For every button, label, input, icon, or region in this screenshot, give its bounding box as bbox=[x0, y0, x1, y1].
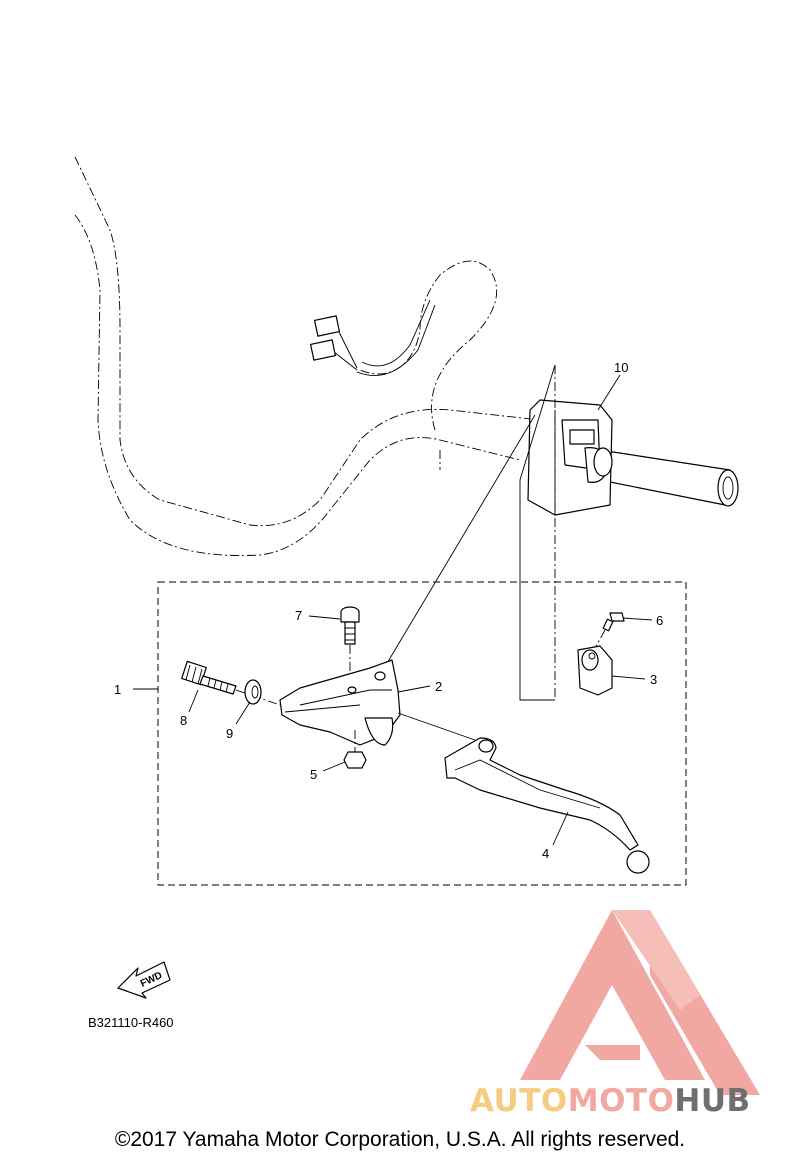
callout-6: 6 bbox=[656, 613, 663, 628]
callout-7: 7 bbox=[295, 608, 302, 623]
guide-line-bracket bbox=[382, 414, 536, 671]
clamp-part-3 bbox=[577, 645, 613, 696]
handlebar-grip bbox=[599, 449, 739, 507]
callout-4: 4 bbox=[542, 846, 549, 861]
watermark-triangle-logo bbox=[520, 910, 760, 1095]
diagram-reference-code: B321110-R460 bbox=[88, 1015, 174, 1030]
callout-2: 2 bbox=[435, 679, 442, 694]
lever-assembly-box bbox=[157, 581, 687, 886]
fwd-arrow-icon: FWD bbox=[117, 961, 171, 999]
watermark-brand-text: AUTOMOTOHUB bbox=[470, 1083, 751, 1119]
callout-5: 5 bbox=[310, 767, 317, 782]
callout-leader-lines bbox=[133, 374, 653, 846]
adjuster-screw-part-8 bbox=[181, 660, 281, 706]
lever-part-4 bbox=[444, 737, 650, 874]
lever-bracket-part-2 bbox=[279, 659, 401, 746]
callout-8: 8 bbox=[180, 713, 187, 728]
switch-assembly-part-10 bbox=[527, 399, 613, 516]
watermark-moto: MOTO bbox=[567, 1083, 675, 1119]
bolt-part-7 bbox=[340, 606, 360, 700]
guide-line-lever bbox=[397, 712, 476, 741]
nut-part-5 bbox=[343, 730, 367, 769]
housing-outline-lines bbox=[519, 364, 556, 701]
screw-part-6 bbox=[594, 612, 625, 649]
callout-10: 10 bbox=[614, 360, 628, 375]
callout-9: 9 bbox=[226, 726, 233, 741]
watermark-hub: HUB bbox=[674, 1083, 751, 1119]
handlebar-outline bbox=[74, 156, 541, 556]
callout-1: 1 bbox=[114, 682, 121, 697]
copyright-notice: ©2017 Yamaha Motor Corporation, U.S.A. A… bbox=[114, 1128, 686, 1151]
watermark-auto: AUTO bbox=[470, 1083, 568, 1119]
callout-3: 3 bbox=[650, 672, 657, 687]
lock-ring-part-9 bbox=[244, 679, 262, 705]
wiring-harness bbox=[309, 260, 498, 431]
